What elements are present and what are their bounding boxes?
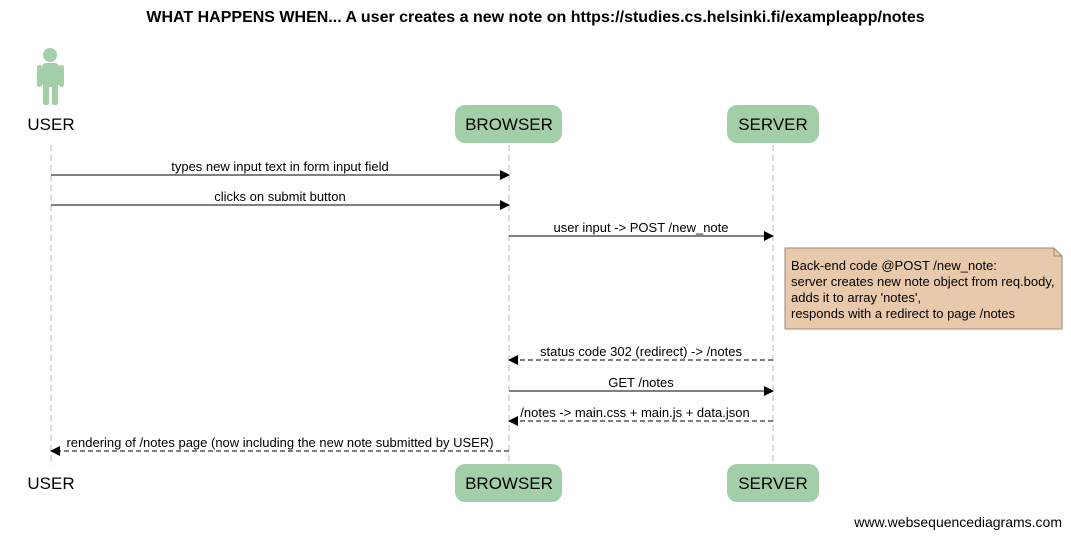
message-5-label: GET /notes	[608, 375, 674, 390]
participant-server-bottom: SERVER	[727, 464, 819, 502]
message-7-label: rendering of /notes page (now including …	[66, 435, 493, 450]
participant-server-bottom-label: SERVER	[738, 474, 808, 493]
message-2-label: clicks on submit button	[214, 189, 346, 204]
message-5: GET /notes	[509, 375, 774, 396]
message-2: clicks on submit button	[51, 189, 510, 210]
message-7: rendering of /notes page (now including …	[50, 435, 509, 456]
server-note: Back-end code @POST /new_note: server cr…	[784, 247, 1063, 330]
message-6: /notes -> main.css + main.js + data.json	[508, 405, 773, 426]
participant-user-bottom: USER	[27, 474, 74, 493]
message-1: types new input text in form input field	[51, 159, 510, 180]
note-line-4: responds with a redirect to page /notes	[791, 306, 1016, 321]
user-actor-icon	[37, 48, 64, 105]
message-4: status code 302 (redirect) -> /notes	[508, 344, 773, 365]
note-line-2: server creates new note object from req.…	[791, 274, 1055, 289]
message-6-label: /notes -> main.css + main.js + data.json	[520, 405, 749, 420]
footer-watermark: www.websequencediagrams.com	[854, 514, 1062, 530]
message-4-label: status code 302 (redirect) -> /notes	[540, 344, 742, 359]
note-line-1: Back-end code @POST /new_note:	[791, 258, 997, 273]
message-1-label: types new input text in form input field	[171, 159, 389, 174]
participant-server-top: SERVER	[727, 105, 819, 143]
message-3: user input -> POST /new_note	[509, 220, 774, 241]
diagram-title: WHAT HAPPENS WHEN... A user creates a ne…	[146, 9, 925, 26]
participant-browser-top: BROWSER	[455, 105, 562, 143]
participant-browser-top-label: BROWSER	[465, 115, 553, 134]
note-line-3: adds it to array 'notes',	[791, 290, 921, 305]
message-3-label: user input -> POST /new_note	[554, 220, 729, 235]
participant-browser-bottom-label: BROWSER	[465, 474, 553, 493]
participant-server-top-label: SERVER	[738, 115, 808, 134]
participant-browser-bottom: BROWSER	[455, 464, 562, 502]
participant-user-top: USER	[27, 115, 74, 134]
